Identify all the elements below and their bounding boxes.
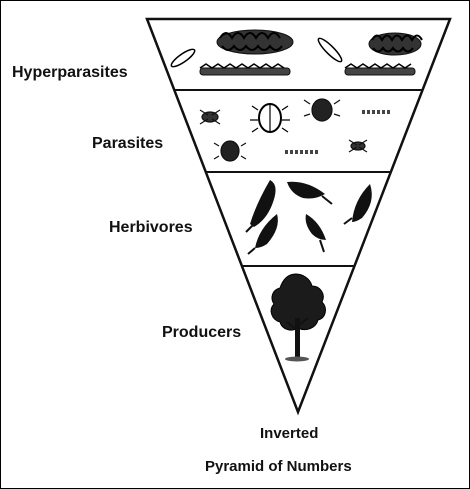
level-label-parasites: Parasites [92, 135, 164, 152]
beetle-2 [303, 98, 341, 122]
level-label-producers: Producers [162, 324, 242, 341]
bird-2 [287, 181, 333, 205]
bird-4 [247, 214, 278, 255]
caption-line-2: Pyramid of Numbers [205, 458, 352, 475]
bird-1 [245, 180, 276, 233]
insect-4 [348, 139, 368, 153]
beetle-1 [250, 103, 290, 133]
insect-1 [199, 109, 221, 125]
caption-line-1: Inverted [260, 425, 319, 442]
level-label-hyperparasites: Hyperparasites [12, 64, 128, 81]
pyramid-outline [145, 17, 452, 416]
herbivores-illustration [245, 180, 372, 255]
tree-illustration [270, 273, 326, 362]
parasites-illustration [199, 98, 392, 162]
protozoa-cluster-left [170, 29, 294, 76]
level-label-herbivores: Herbivores [109, 219, 193, 236]
hyperparasites-illustration [170, 29, 423, 76]
bird-5 [305, 214, 326, 253]
bird-3 [343, 184, 372, 225]
protozoa-cluster-right [317, 32, 423, 76]
beetle-3 [213, 140, 247, 162]
